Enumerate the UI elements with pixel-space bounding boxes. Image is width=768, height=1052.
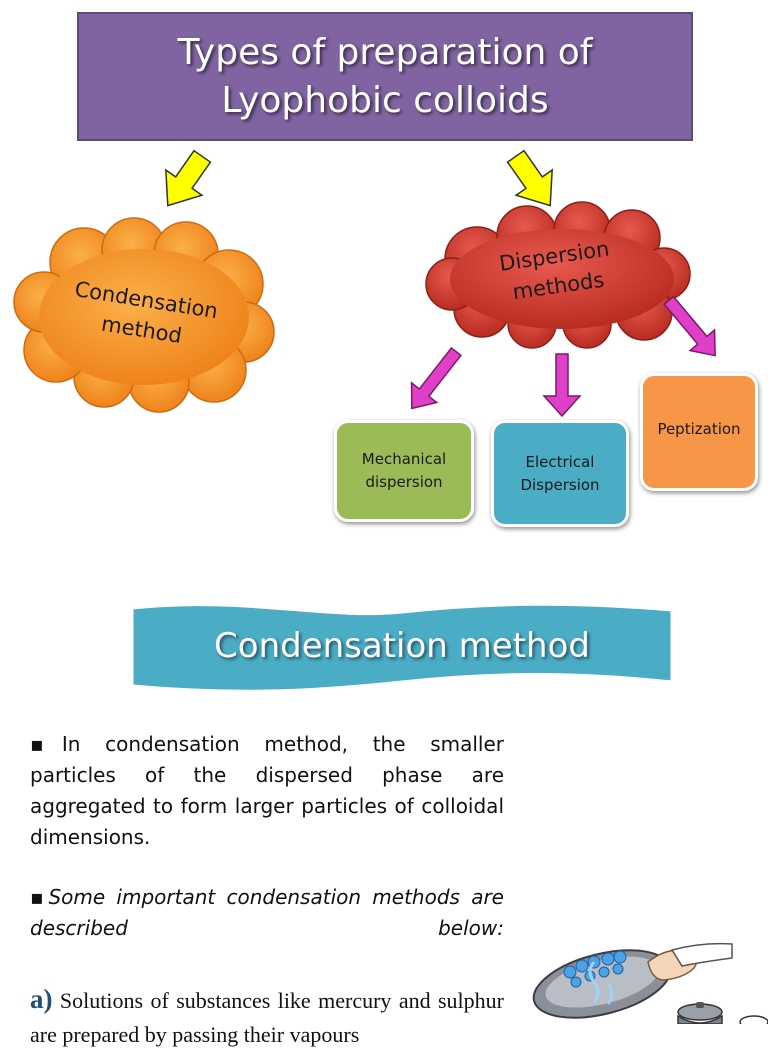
dispersion-methods-cloud: Dispersion methods	[422, 201, 692, 349]
paragraph-methods-intro: ▪Some important condensation methods are…	[30, 885, 504, 940]
electrical-dispersion-box: Electrical Dispersion	[491, 420, 629, 527]
dispersion-cloud-label: Dispersion methods	[497, 236, 611, 305]
section-heading: Condensation method	[214, 626, 590, 666]
cloud-shape-icon	[13, 217, 275, 413]
cloud-shape-icon	[425, 201, 691, 349]
yellow-arrow-left-icon	[164, 149, 212, 207]
paragraph-condensation-definition: ▪In condensation method, the smaller par…	[30, 732, 504, 849]
diagram-title-box: Types of preparation of Lyophobic colloi…	[77, 12, 693, 141]
mechanical-dispersion-box: Mechanical dispersion	[334, 420, 474, 522]
condensation-method-cloud: Condensation method	[13, 217, 275, 413]
magenta-arrow-to-electrical-icon	[542, 353, 582, 418]
magenta-arrow-to-mechanical-icon	[410, 346, 462, 410]
section-heading-ribbon: Condensation method	[126, 598, 678, 694]
diagram-title: Types of preparation of Lyophobic colloi…	[178, 29, 593, 125]
title-line-1: Types of preparation of	[177, 31, 593, 73]
peptization-box: Peptization	[640, 373, 758, 491]
condensation-cloud-label: Condensation method	[73, 277, 220, 349]
title-line-2: Lyophobic colloids	[221, 79, 549, 121]
item-label-a: a)	[30, 984, 53, 1014]
lid-steam-illustration	[532, 942, 768, 1024]
yellow-arrow-right-icon	[506, 149, 554, 207]
paragraph-method-a: a) Solutions of substances like mercury …	[30, 982, 504, 1052]
ribbon-banner-shape	[130, 602, 674, 693]
magenta-arrow-to-peptization-icon	[663, 295, 716, 357]
item-text-a: Solutions of substances like mercury and…	[30, 988, 504, 1047]
